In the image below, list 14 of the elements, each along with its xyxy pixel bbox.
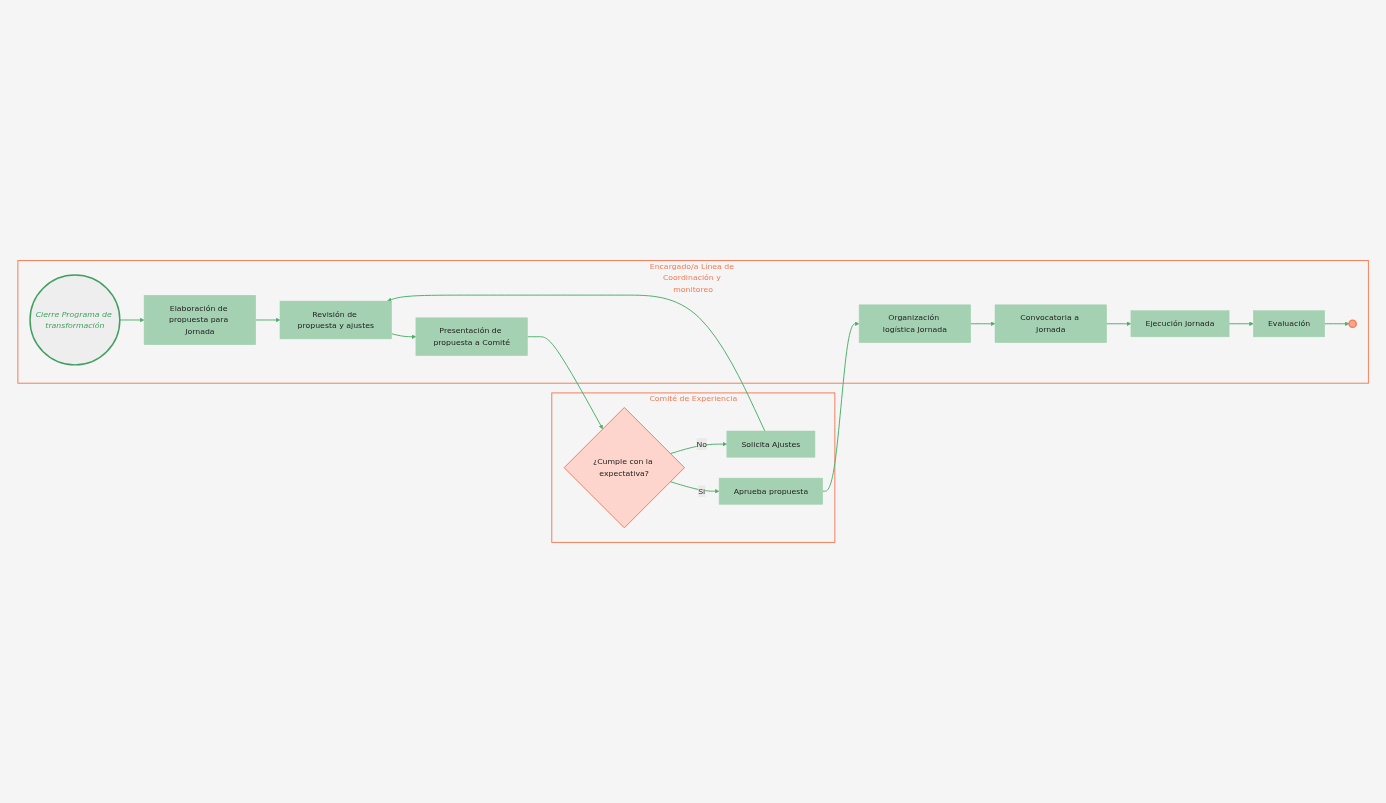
node-circle (1348, 319, 1357, 329)
node-diamond (563, 407, 685, 529)
node-box (279, 300, 392, 340)
node-box (415, 317, 528, 356)
node-box (726, 430, 816, 458)
node-box (994, 304, 1107, 343)
cluster (551, 392, 836, 543)
node-box (718, 477, 823, 505)
node-box (1253, 310, 1325, 338)
node-circle (29, 274, 121, 366)
node-box (858, 304, 971, 343)
cluster (17, 260, 1369, 384)
node-box (1130, 310, 1230, 338)
node-box (143, 295, 256, 345)
